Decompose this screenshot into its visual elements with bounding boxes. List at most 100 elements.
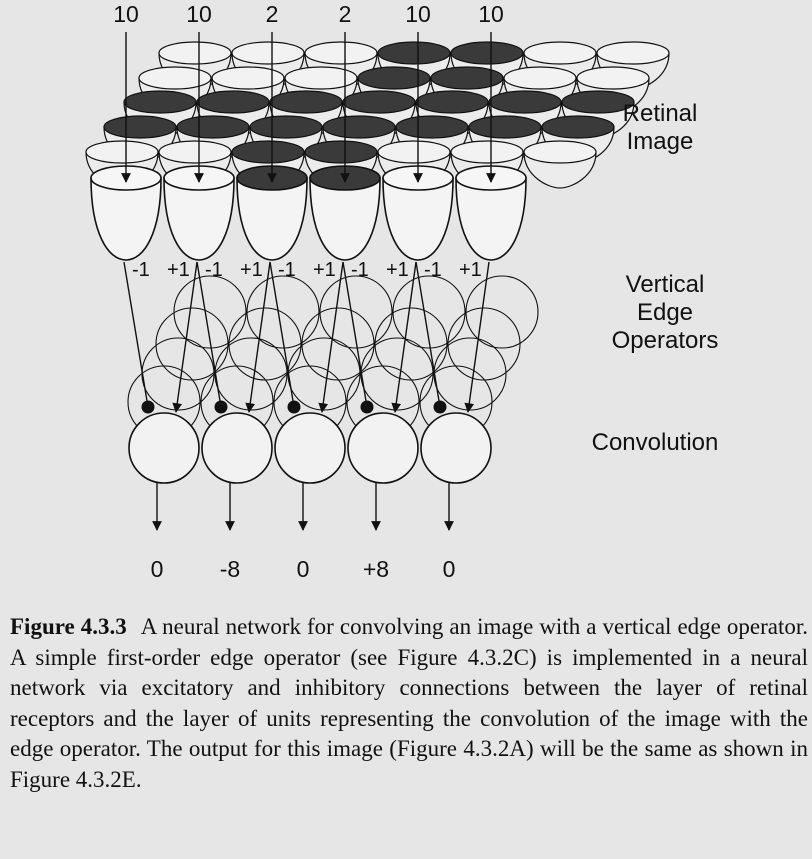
light-receptor <box>211 66 285 90</box>
inhibitory-synapse <box>214 400 228 414</box>
input-receptor <box>163 177 235 261</box>
excitatory-connection <box>464 261 490 413</box>
dark-receptor <box>377 41 451 65</box>
weight-label-excitatory: +1 <box>459 259 482 281</box>
dark-receptor <box>415 90 489 114</box>
light-receptor <box>596 41 670 65</box>
convolution-unit <box>347 412 419 484</box>
retinal-image-label-line-2: Image <box>626 128 694 155</box>
edge-operator-unit <box>173 275 247 349</box>
retinal-image-label-line-1: Retinal <box>622 100 698 127</box>
inhibitory-synapse <box>360 400 374 414</box>
output-value-label: 0 <box>151 556 164 582</box>
retinal-image-label: Retinal Image <box>590 100 730 156</box>
convolution-unit <box>128 412 200 484</box>
excitatory-connection <box>245 261 271 413</box>
input-value-label: 2 <box>266 1 279 27</box>
convolution-label: Convolution <box>560 429 750 457</box>
light-receptor <box>284 66 358 90</box>
inhibitory-connection <box>342 261 368 408</box>
dark-receptor <box>450 41 524 65</box>
light-receptor <box>450 140 524 164</box>
edge-operator-unit <box>228 307 302 381</box>
light-receptor <box>304 41 378 65</box>
convolution-unit <box>420 412 492 484</box>
dark-receptor <box>103 115 177 139</box>
input-value-label: 10 <box>405 1 431 27</box>
weight-label-inhibitory: -1 <box>424 259 442 281</box>
dark-receptor <box>541 115 615 139</box>
dark-receptor <box>342 90 416 114</box>
light-receptor <box>158 41 232 65</box>
dark-receptor <box>123 90 197 114</box>
input-value-label: 2 <box>339 1 352 27</box>
light-receptor <box>158 140 232 164</box>
caption-text: A neural network for convolving an image… <box>10 614 809 792</box>
input-value-label: 10 <box>113 1 139 27</box>
dark-receptor <box>322 115 396 139</box>
weight-label-excitatory: +1 <box>240 259 263 281</box>
output-value-label: +8 <box>363 556 389 582</box>
weight-label-inhibitory: -1 <box>278 259 296 281</box>
inhibitory-connection <box>196 261 222 408</box>
excitatory-connection <box>391 261 417 413</box>
light-receptor <box>576 66 650 90</box>
weight-label-excitatory: +1 <box>313 259 336 281</box>
convolution-layer <box>128 412 492 484</box>
edge-operator-layer <box>127 275 539 439</box>
inhibitory-synapse <box>287 400 301 414</box>
dark-receptor <box>231 140 305 164</box>
light-receptor <box>523 140 597 164</box>
light-receptor <box>503 66 577 90</box>
output-value-label: -8 <box>220 556 240 582</box>
inhibitory-connection <box>415 261 441 408</box>
dark-receptor <box>561 90 635 114</box>
light-receptor <box>523 41 597 65</box>
output-value-label: 0 <box>443 556 456 582</box>
input-receptor <box>455 177 527 261</box>
edge-operator-unit <box>319 275 393 349</box>
edge-label-line-2: Edge <box>636 299 694 326</box>
caption-title: Figure 4.3.3 <box>10 614 127 639</box>
vertical-edge-operators-label: Vertical Edge Operators <box>580 271 750 355</box>
inhibitory-synapse <box>433 400 447 414</box>
inhibitory-synapse <box>141 400 155 414</box>
light-receptor <box>138 66 212 90</box>
convolution-unit <box>274 412 346 484</box>
edge-label-line-1: Vertical <box>625 271 705 298</box>
light-receptor <box>231 41 305 65</box>
dark-receptor <box>196 90 270 114</box>
connection-lines <box>121 32 496 531</box>
input-receptor <box>90 177 162 261</box>
weight-label-inhibitory: -1 <box>205 259 223 281</box>
weight-label-excitatory: +1 <box>167 259 190 281</box>
convolution-unit <box>201 412 273 484</box>
input-receptor <box>382 177 454 261</box>
edge-operator-unit <box>465 275 539 349</box>
inhibitory-connection <box>123 261 149 408</box>
dark-receptor <box>468 115 542 139</box>
weight-label-inhibitory: -1 <box>351 259 369 281</box>
weight-label-excitatory: +1 <box>386 259 409 281</box>
retinal-image-back-rows <box>85 41 670 189</box>
edge-operator-unit <box>155 307 229 381</box>
dark-receptor <box>395 115 469 139</box>
edge-operator-unit <box>447 307 521 381</box>
dark-receptor <box>249 115 323 139</box>
inhibitory-connection <box>269 261 295 408</box>
input-receptor <box>309 177 381 261</box>
excitatory-connection <box>172 261 198 413</box>
edge-operator-unit <box>392 275 466 349</box>
edge-operator-unit <box>246 275 320 349</box>
excitatory-connection <box>318 261 344 413</box>
edge-label-line-3: Operators <box>611 327 719 354</box>
light-receptor <box>85 140 159 164</box>
convolution-label-line-1: Convolution <box>591 429 719 456</box>
input-receptor <box>236 177 308 261</box>
weight-label-inhibitory: -1 <box>132 259 150 281</box>
retinal-receptor-front-row <box>90 165 527 261</box>
dark-receptor <box>176 115 250 139</box>
